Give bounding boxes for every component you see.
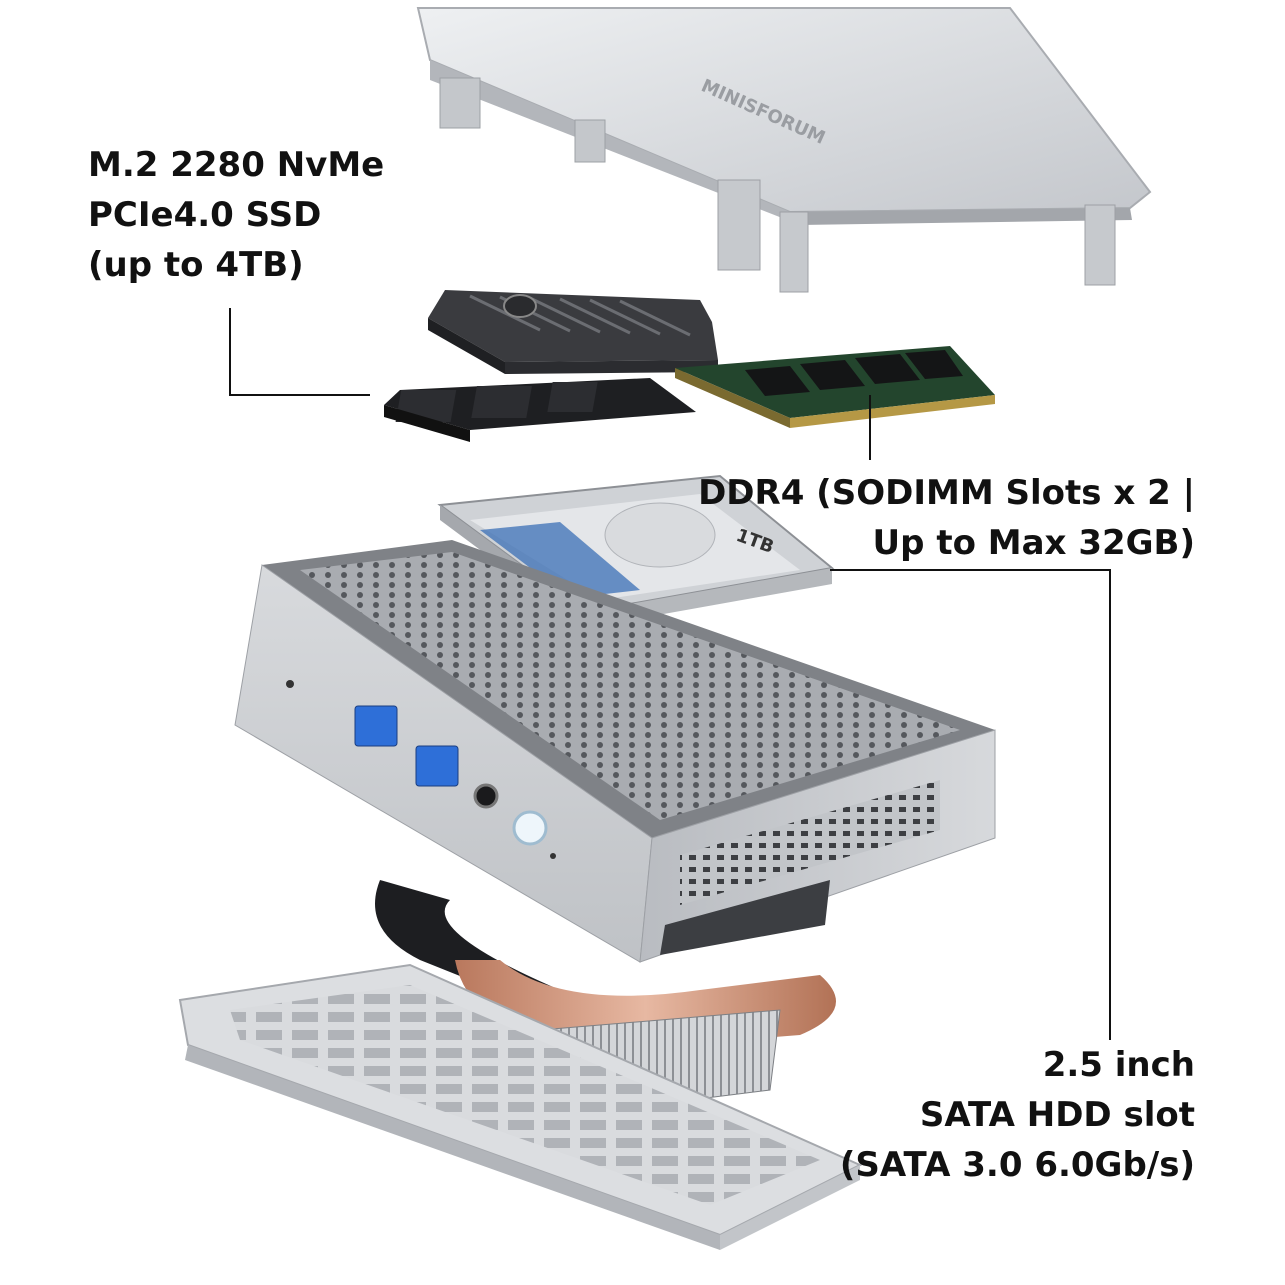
power-button: [512, 810, 548, 846]
ram-spec-label: DDR4 (SODIMM Slots x 2 | Up to Max 32GB): [698, 468, 1195, 568]
audio-jack: [473, 783, 499, 809]
ssd-callout-line: [229, 308, 370, 396]
ssd-spec-line-2: PCIe4.0 SSD: [88, 195, 322, 235]
ssd-spec-line-3: (up to 4TB): [88, 245, 304, 285]
hdd-spec-line-2: SATA HDD slot: [919, 1095, 1195, 1135]
chassis: [234, 540, 996, 963]
ram-spec-line-2: Up to Max 32GB): [872, 523, 1195, 563]
ram-module: [675, 346, 995, 428]
nvme-ssd: [384, 378, 696, 442]
usb-port-2: [415, 745, 459, 787]
hdd-callout-line: [830, 569, 1111, 1040]
top-lid: MINISFORUM: [416, 7, 1152, 293]
hdd-spec-line-3: (SATA 3.0 6.0Gb/s): [839, 1145, 1195, 1185]
callout-lines: [229, 308, 1111, 1040]
ram-spec-line-1: DDR4 (SODIMM Slots x 2 |: [698, 473, 1195, 513]
bottom-plate: [178, 963, 863, 1250]
hdd-spec-label: 2.5 inch SATA HDD slot (SATA 3.0 6.0Gb/s…: [840, 1040, 1195, 1190]
ssd-spec-line-1: M.2 2280 NvMe: [88, 145, 385, 185]
ssd-heatsink: [428, 290, 718, 374]
usb-port-1: [354, 705, 398, 747]
hdd-spec-line-1: 2.5 inch: [1042, 1045, 1195, 1085]
ssd-spec-label: M.2 2280 NvMe PCIe4.0 SSD (up to 4TB): [88, 140, 384, 290]
